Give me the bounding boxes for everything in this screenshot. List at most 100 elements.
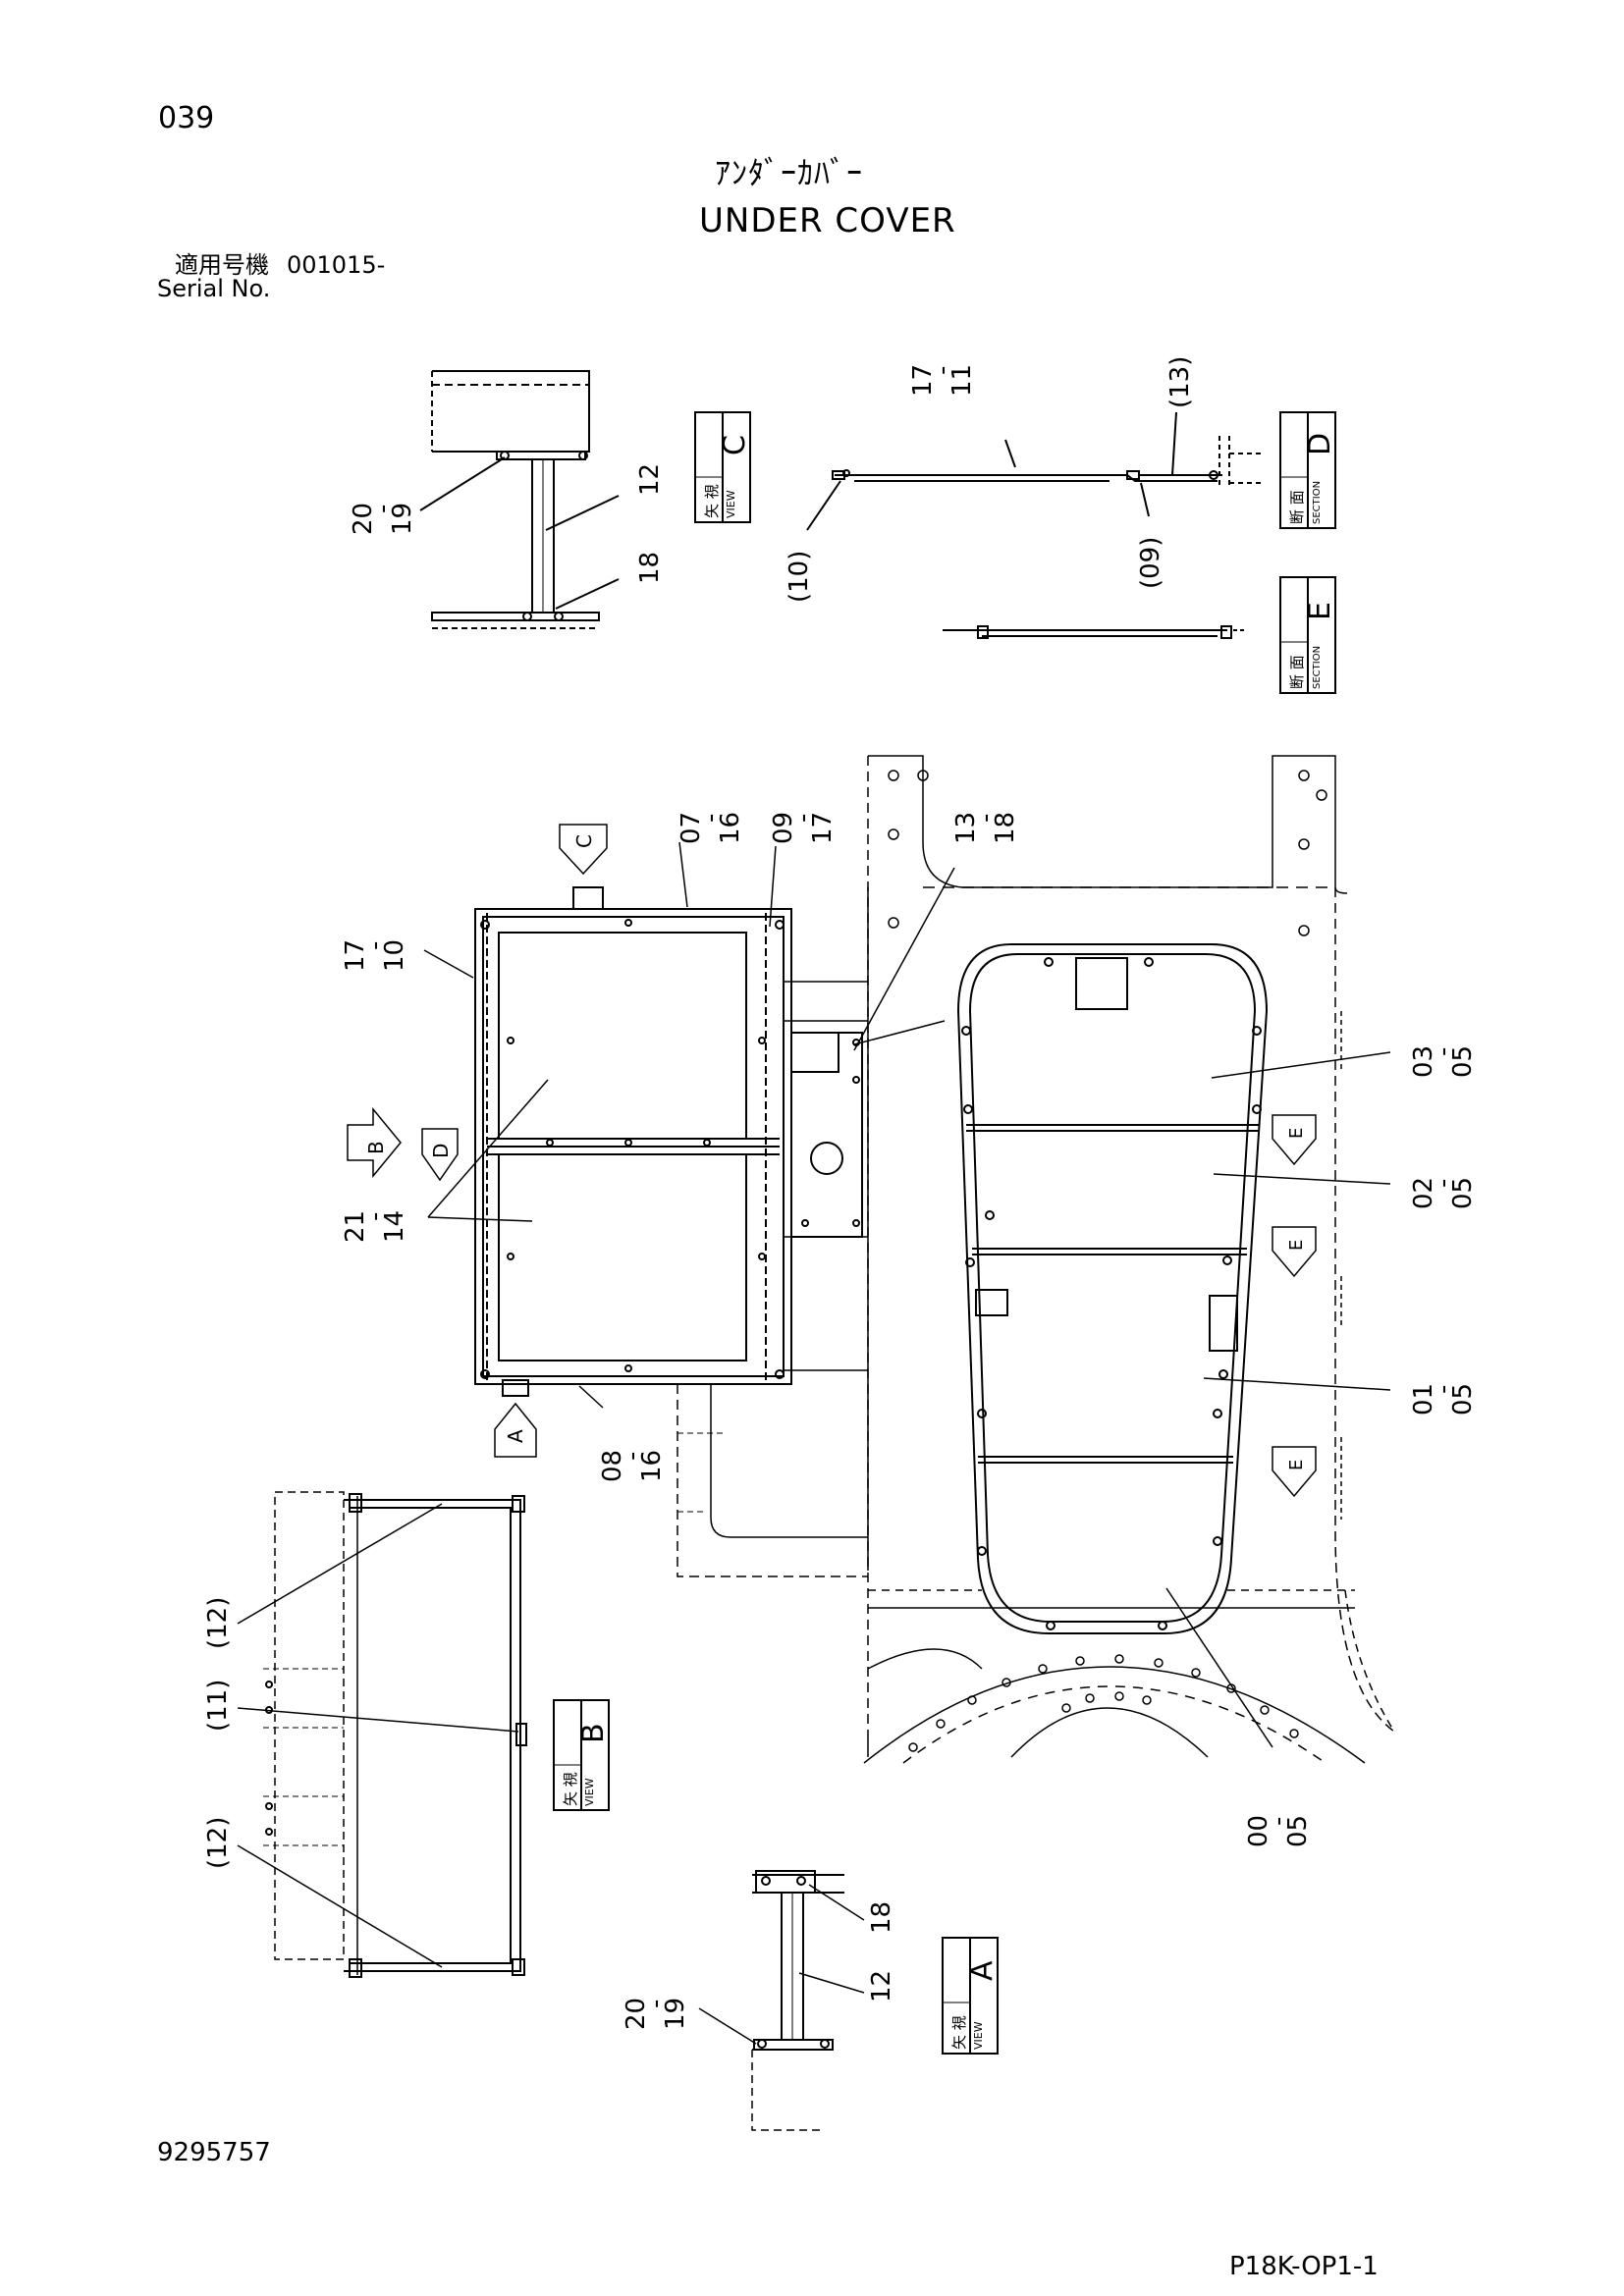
callout-07-16-dash: - bbox=[696, 814, 726, 823]
callout-08-16-a: 08 bbox=[598, 1450, 627, 1482]
view-a-detail bbox=[751, 1870, 844, 2131]
under-cover-panels bbox=[956, 943, 1269, 1634]
panel-callouts: 03 - 05 02 - 05 01 - 05 00 - 05 bbox=[1244, 1045, 1478, 1847]
callout-20-19-b: 19 bbox=[388, 503, 417, 535]
callout-20-19-b2: 19 bbox=[661, 1998, 690, 2030]
serial-label-english: Serial No. bbox=[157, 275, 271, 302]
callout-21-14-dash: - bbox=[360, 1212, 390, 1221]
callout-01-05-a: 01 bbox=[1409, 1383, 1438, 1415]
callout-12-paren-bottom: (12) bbox=[203, 1817, 233, 1869]
view-b-kanji: 矢 視 bbox=[562, 1772, 579, 1806]
callout-01-05-b: 05 bbox=[1448, 1383, 1478, 1415]
callout-17-11-dash: - bbox=[928, 366, 957, 375]
document-number: 9295757 bbox=[157, 2138, 271, 2167]
section-e-kanji: 断 面 bbox=[1288, 655, 1306, 689]
callout-17-10-a: 17 bbox=[341, 939, 370, 972]
view-b-letter: B bbox=[576, 1723, 611, 1743]
callout-17-11-b: 11 bbox=[947, 364, 977, 397]
callout-09-paren: (09) bbox=[1136, 537, 1165, 589]
callout-20-19-a2: 20 bbox=[622, 1998, 651, 2030]
view-b-leaders bbox=[237, 1503, 519, 1968]
side-cover-assembly bbox=[474, 886, 868, 1577]
view-b-callouts: (12) (11) (12) bbox=[203, 1597, 233, 1869]
view-c-letter: C bbox=[718, 435, 752, 455]
view-c-word: VIEW bbox=[725, 490, 737, 518]
callout-09-17-a: 09 bbox=[769, 812, 798, 844]
callout-13-paren: (13) bbox=[1165, 356, 1195, 408]
callout-13-18-a: 13 bbox=[951, 812, 981, 844]
view-a-letter: A bbox=[965, 1960, 1000, 1981]
view-a-word: VIEW bbox=[972, 2021, 985, 2050]
section-e-detail bbox=[943, 625, 1247, 639]
section-d-word: SECTION bbox=[1312, 481, 1323, 524]
view-e-arrow-1-letter: E bbox=[1286, 1128, 1307, 1139]
sheet-id: P18K-OP1-1 bbox=[1229, 2252, 1379, 2281]
callout-07-16-a: 07 bbox=[677, 812, 706, 844]
view-a-leaders bbox=[698, 1884, 865, 2045]
callout-07-16-b: 16 bbox=[716, 812, 745, 844]
title-japanese: ｱﾝﾀﾞｰｶﾊﾞｰ bbox=[715, 154, 864, 191]
callout-20-19-dash: - bbox=[368, 505, 398, 513]
callout-00-05-dash: - bbox=[1264, 1817, 1293, 1826]
page-number: 039 bbox=[158, 101, 215, 135]
slewing-ring bbox=[863, 1654, 1366, 1764]
callout-11-paren: (11) bbox=[203, 1680, 233, 1732]
section-d-letter: D bbox=[1303, 433, 1337, 455]
main-frame bbox=[867, 755, 1395, 1757]
callout-17-10-b: 10 bbox=[380, 939, 409, 972]
serial-label-jp: 適用号機 bbox=[175, 251, 269, 279]
callout-21-14-b: 14 bbox=[380, 1210, 409, 1243]
view-e-arrow-3-letter: E bbox=[1286, 1460, 1307, 1470]
section-e-letter: E bbox=[1303, 602, 1337, 620]
callout-13-18-dash: - bbox=[971, 814, 1001, 823]
panel-leaders bbox=[853, 1020, 1391, 1748]
view-e-arrows: E E E bbox=[1272, 1114, 1317, 1498]
section-d-callouts: 17 - 11 (13) (10) (09) bbox=[785, 356, 1195, 603]
callout-03-05-dash: - bbox=[1429, 1047, 1458, 1056]
view-c-arrow-letter: C bbox=[572, 834, 596, 848]
callout-18-a: 18 bbox=[867, 1901, 896, 1934]
view-b-detail bbox=[263, 1491, 527, 1978]
callout-00-05-b: 05 bbox=[1283, 1815, 1313, 1847]
callout-09-17-b: 17 bbox=[808, 812, 838, 844]
callout-03-05-a: 03 bbox=[1409, 1045, 1438, 1078]
side-cover-callouts: 07 - 16 09 - 17 13 - 18 17 - 10 21 - 14 … bbox=[341, 812, 1020, 1482]
section-e-label: E 断 面 SECTION bbox=[1279, 576, 1337, 694]
section-d-kanji: 断 面 bbox=[1288, 490, 1306, 524]
view-direction-arrows: C B D A bbox=[347, 824, 608, 1458]
view-a-label: A 矢 視 VIEW bbox=[942, 1937, 1000, 2055]
callout-20-19-a: 20 bbox=[349, 503, 378, 535]
view-c-callouts: 20 - 19 12 18 bbox=[349, 463, 665, 584]
view-d-arrow-letter: D bbox=[429, 1144, 453, 1158]
section-d-detail bbox=[806, 411, 1262, 531]
title-english: UNDER COVER bbox=[699, 201, 956, 240]
callout-01-05-dash: - bbox=[1429, 1385, 1458, 1394]
callout-02-05-dash: - bbox=[1429, 1179, 1458, 1188]
view-a-callouts: 18 12 20 - 19 bbox=[622, 1901, 896, 2030]
callout-21-14-a: 21 bbox=[341, 1210, 370, 1243]
callout-00-05-a: 00 bbox=[1244, 1815, 1273, 1847]
view-c-detail bbox=[419, 370, 620, 629]
callout-18-c: 18 bbox=[635, 552, 665, 584]
view-b-word: VIEW bbox=[583, 1778, 596, 1806]
callout-17-11-a: 17 bbox=[908, 364, 938, 397]
view-e-arrow-2-letter: E bbox=[1286, 1240, 1307, 1251]
view-a-kanji: 矢 視 bbox=[950, 2015, 968, 2050]
view-b-arrow-letter: B bbox=[364, 1141, 388, 1154]
callout-12-a: 12 bbox=[867, 1970, 896, 2002]
callout-10-paren: (10) bbox=[785, 551, 814, 603]
side-cover-leaders bbox=[423, 841, 955, 1409]
section-d-label: D 断 面 SECTION bbox=[1279, 411, 1337, 529]
callout-13-18-b: 18 bbox=[991, 812, 1020, 844]
callout-17-10-dash: - bbox=[360, 941, 390, 950]
callout-12-c: 12 bbox=[635, 463, 665, 496]
section-e-word: SECTION bbox=[1312, 646, 1323, 689]
view-a-arrow-letter: A bbox=[504, 1429, 527, 1443]
view-c-kanji: 矢 視 bbox=[703, 484, 721, 518]
callout-03-05-b: 05 bbox=[1448, 1045, 1478, 1078]
callout-08-16-dash: - bbox=[618, 1452, 647, 1461]
callout-12-paren-top: (12) bbox=[203, 1597, 233, 1649]
view-b-label: B 矢 視 VIEW bbox=[553, 1699, 611, 1811]
